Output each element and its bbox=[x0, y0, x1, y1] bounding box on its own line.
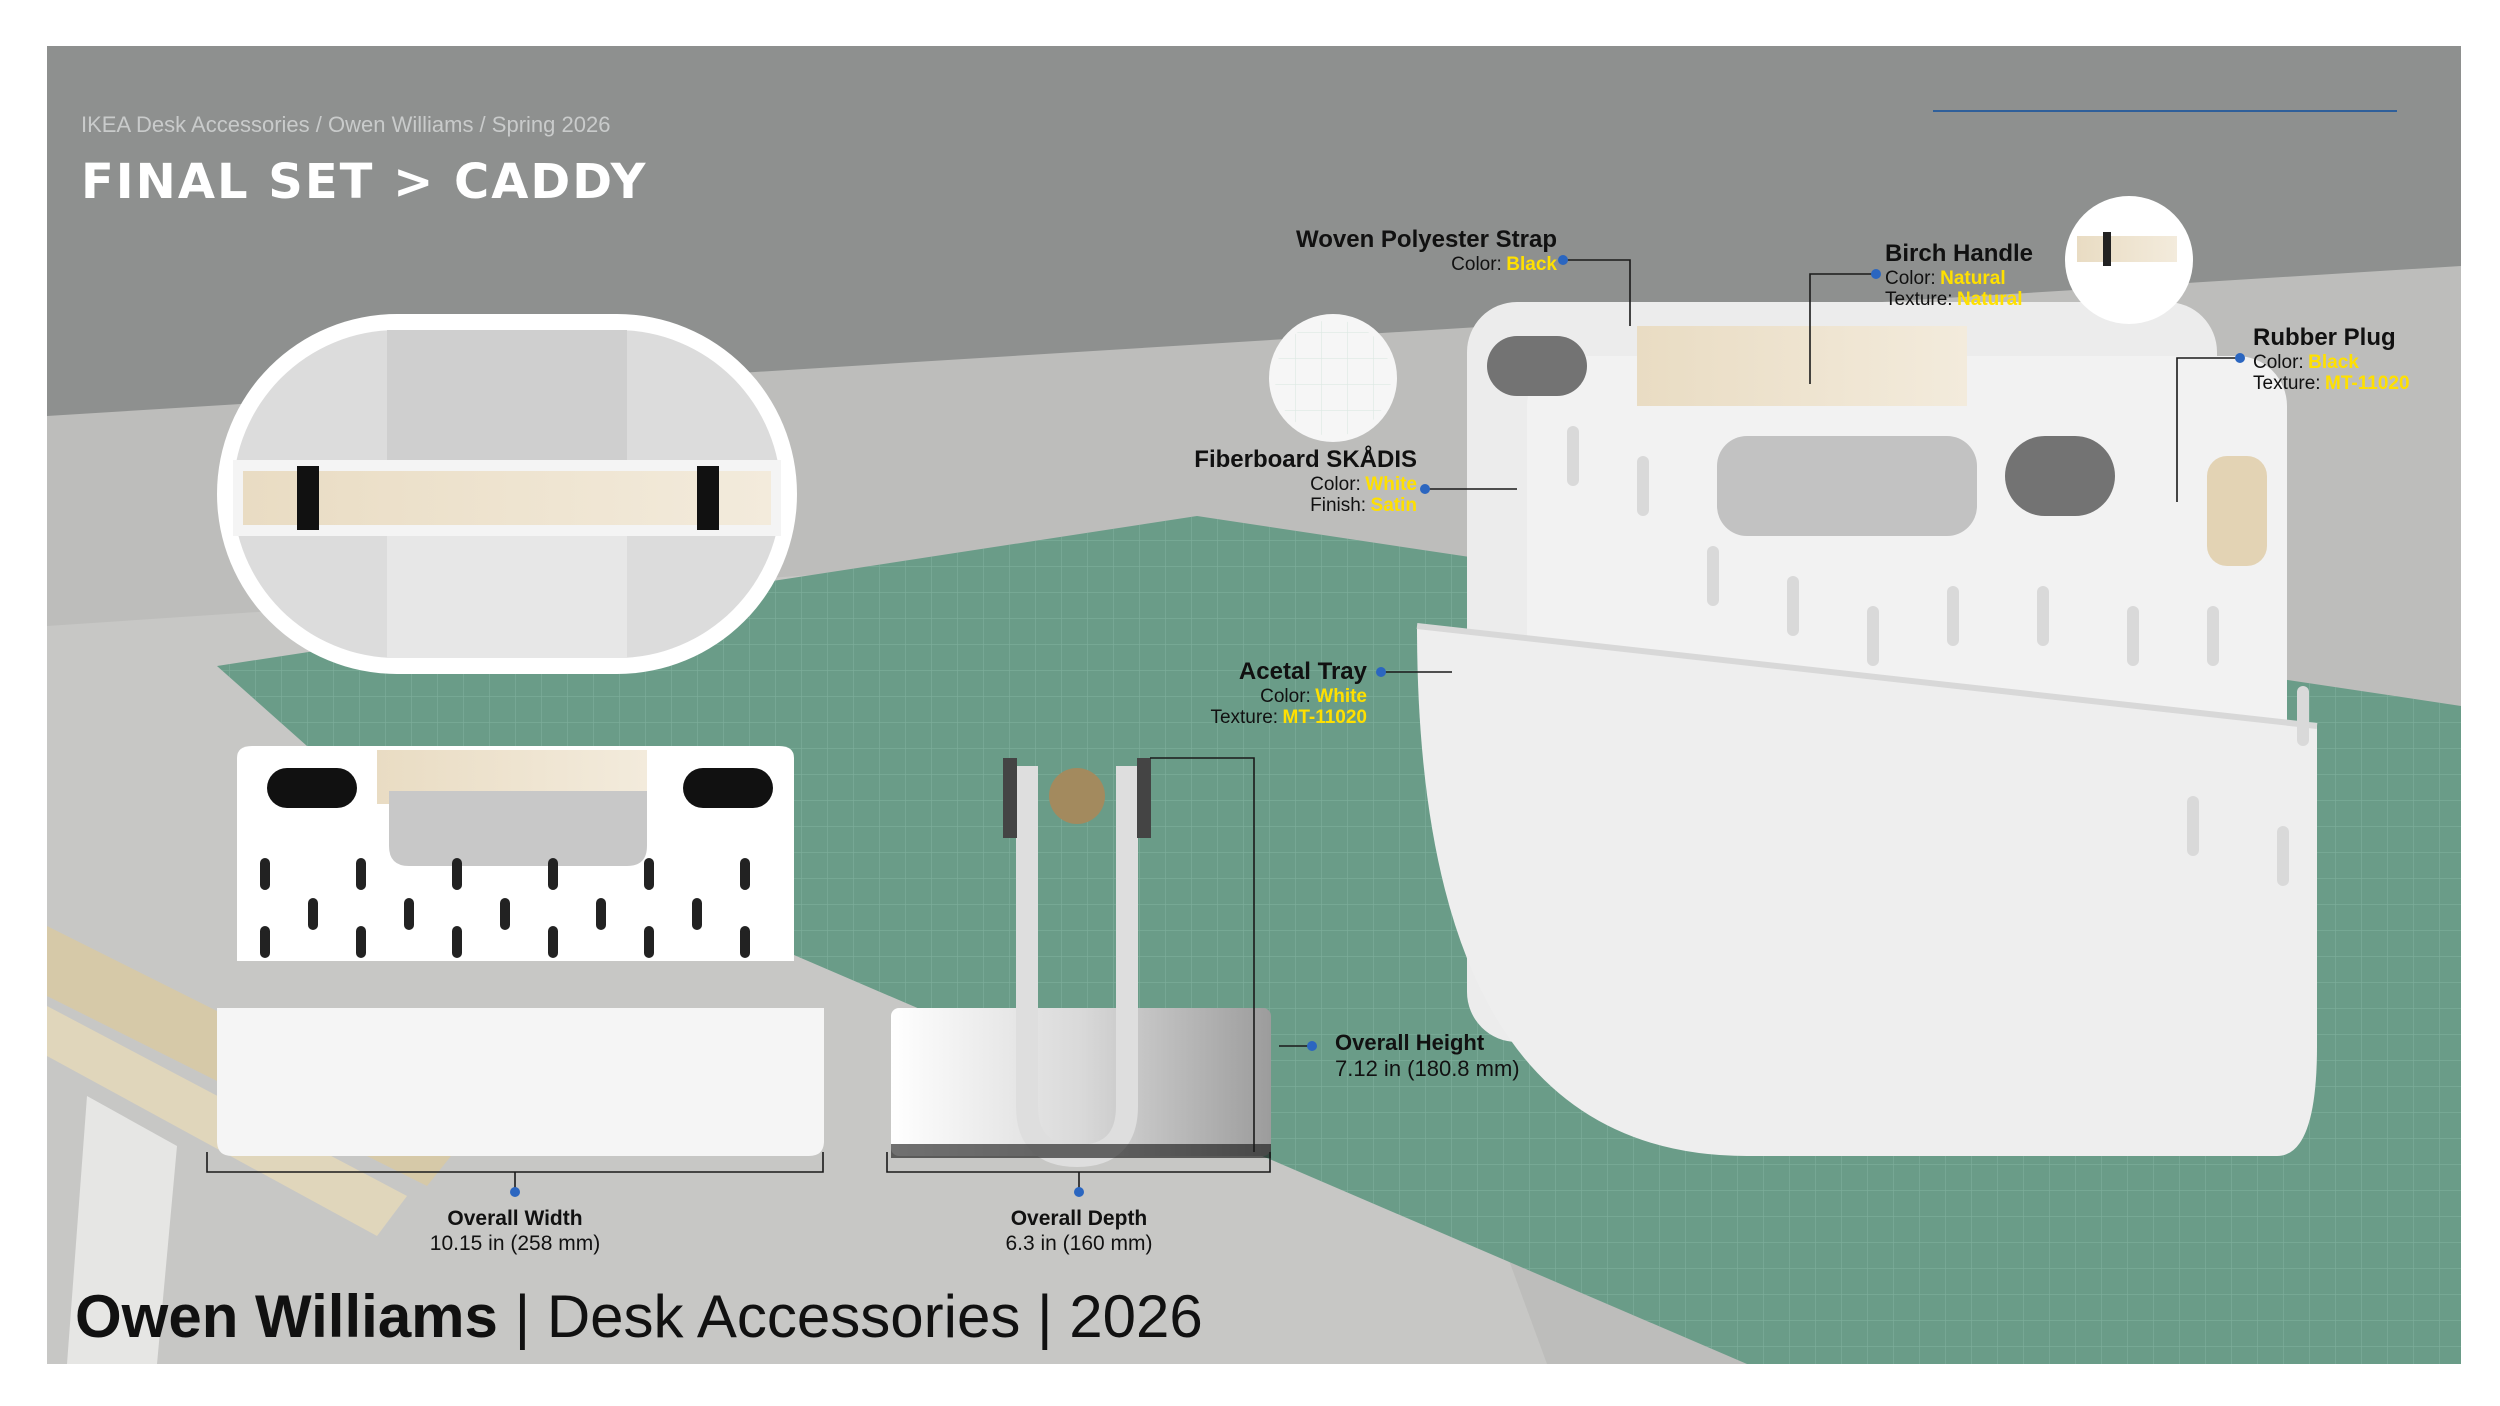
callout-plug-color-key: Color: bbox=[2253, 351, 2304, 373]
callout-fiberboard-color-value: White bbox=[1365, 473, 1417, 495]
callout-handle-texture-value: Natural bbox=[1957, 289, 2023, 311]
callout-strap: Woven Polyester Strap Color: Black bbox=[1217, 226, 1557, 275]
handle-swatch bbox=[2065, 196, 2193, 324]
callout-plug-texture-value: MT-11020 bbox=[2325, 373, 2410, 395]
callout-strap-title: Woven Polyester Strap bbox=[1296, 226, 1557, 253]
callout-tray-texture-key: Texture: bbox=[1210, 707, 1279, 729]
dimension-depth: Overall Depth 6.3 in (160 mm) bbox=[929, 1206, 1229, 1256]
callout-fiberboard-color-key: Color: bbox=[1310, 473, 1361, 495]
callout-tray-texture-value: MT-11020 bbox=[1282, 707, 1368, 729]
dimension-height: Overall Height 7.12 in (180.8 mm) bbox=[1335, 1030, 1520, 1083]
callout-plug-texture-key: Texture: bbox=[2253, 373, 2321, 395]
footer-project: | Desk Accessories | 2026 bbox=[497, 1283, 1203, 1350]
presentation-slide: IKEA Desk Accessories / Owen Williams / … bbox=[47, 46, 2461, 1364]
dimension-depth-title: Overall Depth bbox=[1010, 1207, 1148, 1230]
dimension-height-title: Overall Height bbox=[1335, 1030, 1485, 1055]
callout-fiberboard-finish-key: Finish: bbox=[1310, 495, 1367, 517]
page-title: FINAL SET > CADDY bbox=[81, 154, 648, 210]
callout-strap-color-key: Color: bbox=[1451, 253, 1502, 275]
callout-handle-texture-key: Texture: bbox=[1885, 289, 1953, 311]
callout-tray-color-value: White bbox=[1315, 685, 1367, 707]
callout-plug-color-value: Black bbox=[2308, 351, 2359, 373]
callout-handle-title: Birch Handle bbox=[1885, 240, 2034, 267]
dimension-depth-value: 6.3 in (160 mm) bbox=[1005, 1232, 1153, 1256]
callout-fiberboard-title: Fiberboard SKÅDIS bbox=[1194, 446, 1417, 473]
dimension-width-title: Overall Width bbox=[447, 1207, 583, 1230]
callout-tray-color-key: Color: bbox=[1260, 685, 1311, 707]
footer-credit: Owen Williams | Desk Accessories | 2026 bbox=[75, 1282, 1203, 1351]
callout-leaders bbox=[206, 259, 2240, 1192]
scene-illustration bbox=[47, 196, 2461, 1364]
callout-plug: Rubber Plug Color: Black Texture: MT-110… bbox=[2253, 324, 2410, 395]
dimension-height-value: 7.12 in (180.8 mm) bbox=[1335, 1056, 1520, 1082]
callout-tray-title: Acetal Tray bbox=[1238, 658, 1367, 685]
callout-fiberboard-finish-value: Satin bbox=[1370, 495, 1417, 517]
callout-handle-color-key: Color: bbox=[1885, 267, 1936, 289]
header-divider bbox=[1933, 110, 2397, 112]
dimension-width: Overall Width 10.15 in (258 mm) bbox=[365, 1206, 665, 1256]
callout-tray: Acetal Tray Color: White Texture: MT-110… bbox=[1027, 658, 1367, 729]
dimension-width-value: 10.15 in (258 mm) bbox=[429, 1232, 601, 1256]
breadcrumb: IKEA Desk Accessories / Owen Williams / … bbox=[81, 112, 611, 137]
caddy-render bbox=[1416, 302, 2318, 1156]
callout-handle-color-value: Natural bbox=[1940, 267, 2006, 289]
callout-handle: Birch Handle Color: Natural Texture: Nat… bbox=[1885, 240, 2033, 311]
callout-plug-title: Rubber Plug bbox=[2253, 324, 2396, 351]
top-view-inset bbox=[217, 314, 797, 674]
side-view bbox=[891, 758, 1271, 1168]
footer-name: Owen Williams bbox=[75, 1283, 498, 1350]
front-view bbox=[217, 746, 824, 1156]
callout-strap-color-value: Black bbox=[1506, 253, 1557, 275]
callout-fiberboard: Fiberboard SKÅDIS Color: White Finish: S… bbox=[1077, 446, 1417, 517]
